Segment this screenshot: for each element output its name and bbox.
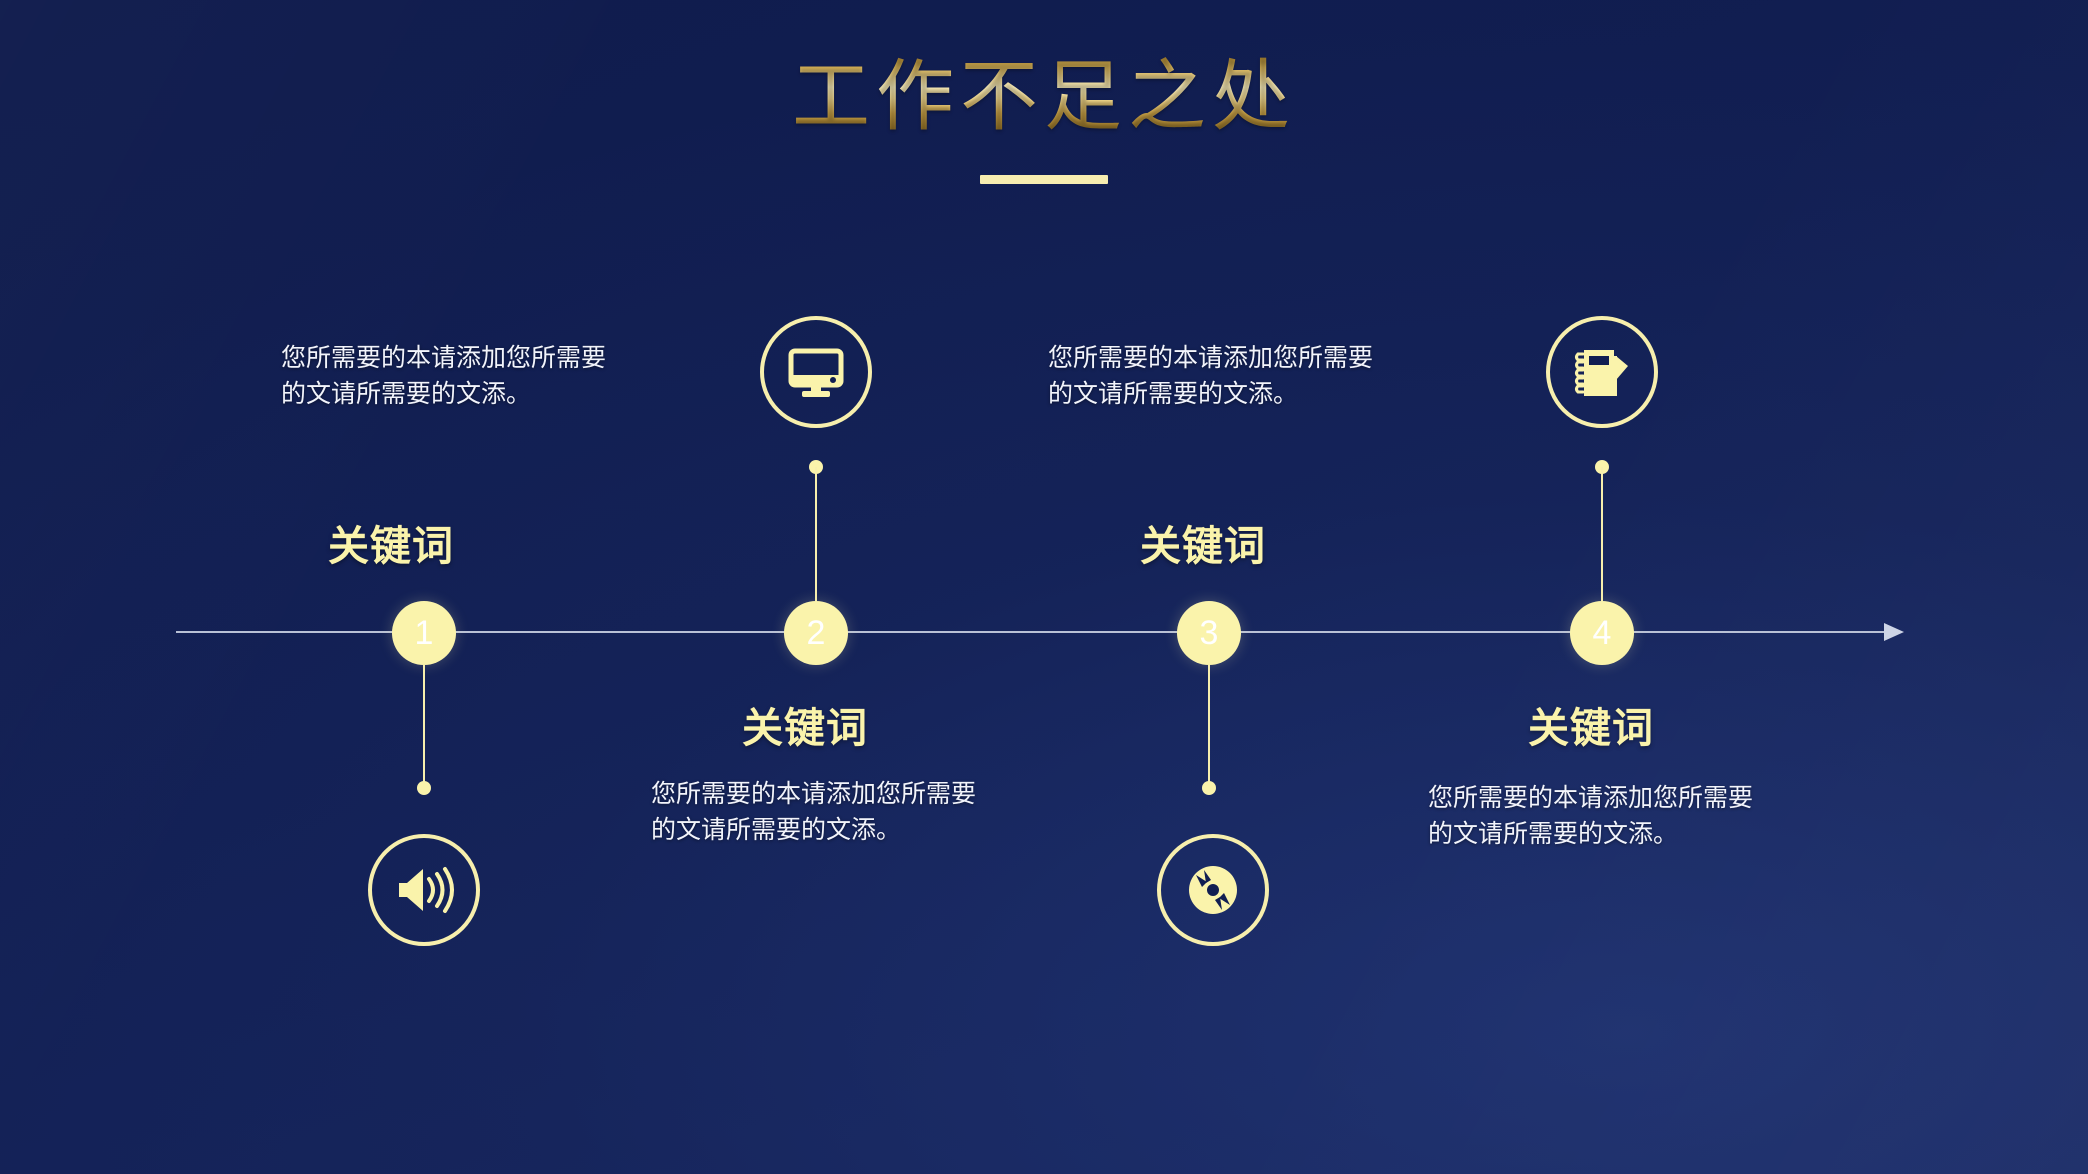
step-3-connector [1208,665,1210,788]
step-2-connector [815,467,817,601]
step-1-connector [423,665,425,788]
speaker-icon [393,859,455,921]
step-2-keyword: 关键词 [742,705,868,751]
notebook-icon [1570,340,1634,404]
page-title: 工作不足之处 [791,52,1296,140]
monitor-icon [785,341,847,403]
step-4-keyword: 关键词 [1528,705,1654,751]
step-1-body: 您所需要的本请添加您所需要的文请所需要的文添。 [281,344,607,408]
timeline-arrow-icon [1884,623,1904,641]
step-3-connector-dot [1202,781,1216,795]
compact-disc-icon [1182,859,1244,921]
step-1-connector-dot [417,781,431,795]
timeline-axis [176,631,1888,633]
step-3-body: 您所需要的本请添加您所需要的文请所需要的文添。 [1048,344,1374,408]
step-4-body: 您所需要的本请添加您所需要的文请所需要的文添。 [1428,784,1754,848]
step-2-body: 您所需要的本请添加您所需要的文请所需要的文添。 [651,780,977,844]
step-4-node[interactable]: 4 [1570,601,1634,665]
step-4-icon-circle[interactable] [1546,316,1658,428]
step-4-connector [1601,467,1603,601]
title-block: 工作不足之处 [0,52,2088,184]
step-1-keyword: 关键词 [328,523,454,569]
step-3-icon-circle[interactable] [1157,834,1269,946]
step-1-icon-circle[interactable] [368,834,480,946]
step-3-keyword: 关键词 [1140,523,1266,569]
title-underline [980,174,1108,184]
step-2-node[interactable]: 2 [784,601,848,665]
step-2-icon-circle[interactable] [760,316,872,428]
step-1-node[interactable]: 1 [392,601,456,665]
step-3-node[interactable]: 3 [1177,601,1241,665]
